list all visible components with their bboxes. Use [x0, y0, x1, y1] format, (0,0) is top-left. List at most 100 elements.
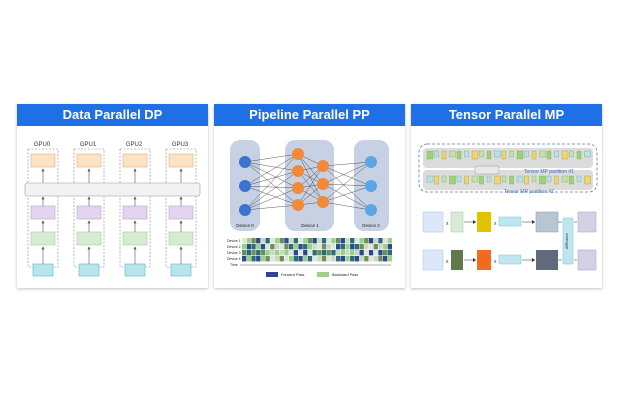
timeline-cell [359, 244, 364, 250]
timeline-row-label: Device 2 [227, 245, 241, 249]
timeline-cell [284, 238, 289, 244]
timeline-cell [364, 238, 369, 244]
partial-output [536, 250, 558, 270]
timeline-cell [246, 250, 251, 256]
timeline-cell [242, 244, 247, 250]
timeline-cell [336, 250, 341, 256]
multiply-symbol: x [446, 221, 449, 227]
partition-block [569, 175, 574, 185]
device-label: Device 1 [301, 223, 319, 228]
timeline-cell [279, 238, 284, 244]
panel-title: Data Parallel DP [17, 104, 208, 126]
timeline-cell [298, 238, 303, 244]
partition-block [584, 150, 591, 158]
matmul-row-2: x x [422, 249, 558, 271]
node [317, 178, 329, 190]
output-block [76, 153, 102, 168]
timeline-cell [317, 244, 322, 250]
partition-block [554, 175, 559, 185]
timeline-cell [251, 238, 256, 244]
node [239, 204, 251, 216]
input-block [32, 263, 54, 277]
panel-data-parallel: Data Parallel DP GPU0 [17, 104, 208, 288]
gpu-label: GPU2 [126, 142, 143, 148]
timeline-cell [326, 250, 331, 256]
multiply-symbol: x [494, 259, 497, 265]
timeline-cell [331, 256, 336, 262]
partition-block [449, 150, 456, 158]
timeline-cell [270, 250, 275, 256]
weight-matrix [451, 250, 463, 270]
layer-block [30, 231, 56, 246]
timeline-cell [256, 256, 261, 262]
timeline-cell [289, 250, 294, 256]
legend-swatch-backward [317, 272, 329, 277]
input-matrix [422, 211, 444, 233]
output-block [168, 153, 194, 168]
timeline-cell [289, 256, 294, 262]
timeline-cell [293, 256, 298, 262]
timeline-cell [289, 244, 294, 250]
dp-diagram-svg: GPU0 GPU1 [24, 142, 201, 277]
partition-block [479, 150, 484, 158]
node [365, 156, 377, 168]
timeline-cell [242, 256, 247, 262]
timeline-cell [378, 256, 383, 262]
timeline-cell [387, 256, 392, 262]
timeline-cell [326, 238, 331, 244]
timeline-cell [279, 244, 284, 250]
node [239, 180, 251, 192]
timeline-cell [265, 256, 270, 262]
multiply-symbol: x [446, 259, 449, 265]
timeline-cell [378, 238, 383, 244]
timeline-cell [364, 244, 369, 250]
output-matrix [577, 211, 597, 233]
partition-block [464, 175, 469, 185]
timeline-cell [246, 244, 251, 250]
tp-diagram-svg: Tensor MP partition #1 Tensor MP partiti… [418, 143, 598, 271]
timeline-cell [284, 244, 289, 250]
partition-block [471, 175, 479, 183]
panel-title: Tensor Parallel MP [411, 104, 602, 126]
timeline-axis-label: Time [230, 263, 238, 267]
partition-block [494, 175, 501, 185]
timeline-cell [345, 256, 350, 262]
partition-block [524, 175, 529, 185]
partition-block [479, 175, 484, 185]
partition-block [509, 175, 514, 185]
timeline-grid [242, 238, 392, 262]
partition-block [441, 150, 447, 160]
timeline-cell [298, 250, 303, 256]
timeline-cell [251, 256, 256, 262]
timeline-cell [256, 244, 261, 250]
partition-block [509, 150, 514, 158]
timeline-cell [345, 244, 350, 250]
timeline-cell [354, 256, 360, 262]
partition-block [501, 150, 507, 160]
timeline-cell [326, 256, 331, 262]
node [239, 156, 251, 168]
device-label: Device 0 [236, 223, 254, 228]
timeline-legend: Forward Pass Backward Pass [266, 272, 358, 277]
timeline-cell [307, 238, 313, 244]
timeline-cell [317, 250, 322, 256]
timeline-cell [279, 256, 284, 262]
timeline-cell [383, 256, 388, 262]
timeline-cell [378, 244, 383, 250]
timeline-cell [246, 238, 251, 244]
layer-block [168, 231, 194, 246]
weight-matrix [498, 254, 522, 265]
timeline-cell [303, 250, 308, 256]
timeline-cell [331, 250, 336, 256]
gpu-label: GPU3 [172, 142, 189, 148]
timeline-cell [354, 244, 360, 250]
partition-block [569, 150, 574, 158]
timeline-row-label: Device 1 [227, 239, 241, 243]
dp-diagram: GPU0 GPU1 [17, 126, 208, 288]
timeline-cell [326, 244, 331, 250]
timeline-cell [307, 256, 313, 262]
layer-block [122, 231, 148, 246]
matmul-row-1: x x [422, 211, 559, 233]
timeline-cell [340, 250, 345, 256]
timeline-cell [336, 238, 341, 244]
